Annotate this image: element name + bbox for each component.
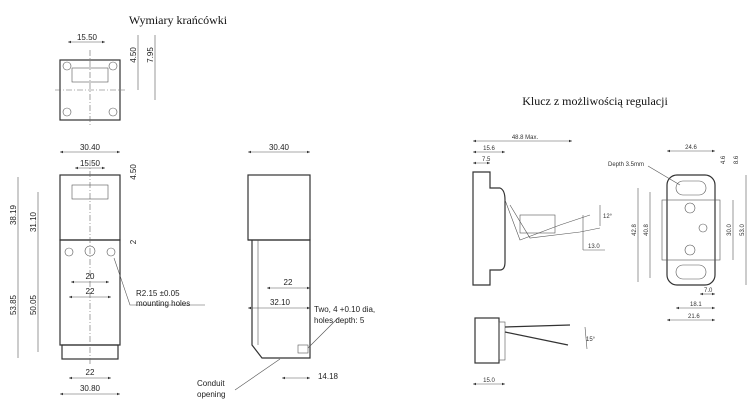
key-bottom-view: 15° 15.0 <box>473 317 596 386</box>
dim-key-d2: 7.5 <box>482 157 491 163</box>
key-side-view: 48.8 Max. 15.6 7.5 12° 13.0 <box>472 135 613 286</box>
dim-front-h-upper-outer: 38.19 <box>9 204 18 225</box>
dim-base-holes: 22 <box>86 368 95 377</box>
dim-front-offset: 2 <box>129 239 138 244</box>
note-conduit-opening: opening <box>197 390 225 399</box>
note-mounting-radius: R2.15 ±0.05 <box>136 289 180 298</box>
dim-key-d3: 13.0 <box>588 244 600 250</box>
dim-key-front-d2: 8.6 <box>734 155 740 164</box>
dim-front-h-upper-inner: 31.10 <box>29 211 38 232</box>
dim-front-htop: 4.50 <box>129 164 138 180</box>
key-front-view: 24.6 4.6 8.6 Depth 3.5mm 42.8 40.8 30.0 … <box>608 145 747 322</box>
dim-side-width: 30.40 <box>269 143 290 152</box>
dim-key-w3: 21.6 <box>688 314 700 320</box>
dim-hole-inner: 20 <box>86 272 95 281</box>
dim-key-bottom-angle: 15° <box>586 337 596 343</box>
dim-hole-spacing: 22 <box>86 287 95 296</box>
dim-key-d1: 15.6 <box>483 146 495 152</box>
dim-front-width: 30.40 <box>80 143 101 152</box>
dim-side-d2: 32.10 <box>270 298 291 307</box>
side-view: 30.40 22 32.10 14.18 Two, 4 +0.10 dia, h… <box>197 143 375 399</box>
dim-front-h-lower-inner: 50.05 <box>29 294 38 315</box>
dim-base-width: 30.80 <box>80 384 101 393</box>
dim-key-w1: 7.0 <box>704 288 713 294</box>
dim-side-d3: 14.18 <box>318 372 339 381</box>
dim-key-width: 24.6 <box>685 145 697 151</box>
dim-key-max: 48.8 Max. <box>512 135 539 141</box>
dim-key-h2: 40.8 <box>644 224 650 236</box>
dim-front-h-lower-outer: 53.85 <box>9 294 18 315</box>
dim-key-front-d1: 4.6 <box>721 155 727 164</box>
note-mounting-holes: mounting holes <box>136 299 190 308</box>
top-view: 15.50 4.50 7.95 <box>55 33 156 125</box>
note-holes-depth: holes depth: 5 <box>314 316 365 325</box>
front-view: 30.40 15.50 4.50 38.19 31.10 53.85 50.05… <box>9 143 205 396</box>
dim-key-angle: 12° <box>603 214 613 220</box>
title-limit-switch: Wymiary krańcówki <box>129 13 228 27</box>
dim-side-d1: 22 <box>284 278 293 287</box>
dim-key-bottom-width: 15.0 <box>483 378 495 384</box>
note-conduit: Conduit <box>197 379 225 388</box>
title-key: Klucz z możliwością regulacji <box>522 94 668 108</box>
dim-key-w2: 18.1 <box>690 302 702 308</box>
note-holes-dia: Two, 4 +0.10 dia, <box>314 305 375 314</box>
dim-key-h1: 42.8 <box>632 224 638 236</box>
dim-key-h3: 30.0 <box>727 224 733 236</box>
dim-top-h2: 7.95 <box>146 47 155 63</box>
dim-key-h4: 53.0 <box>740 224 746 236</box>
dim-top-width: 15.50 <box>77 33 98 42</box>
dim-top-h1: 4.50 <box>129 47 138 63</box>
note-depth: Depth 3.5mm <box>608 162 644 168</box>
dim-front-inner: 15.50 <box>80 159 101 168</box>
